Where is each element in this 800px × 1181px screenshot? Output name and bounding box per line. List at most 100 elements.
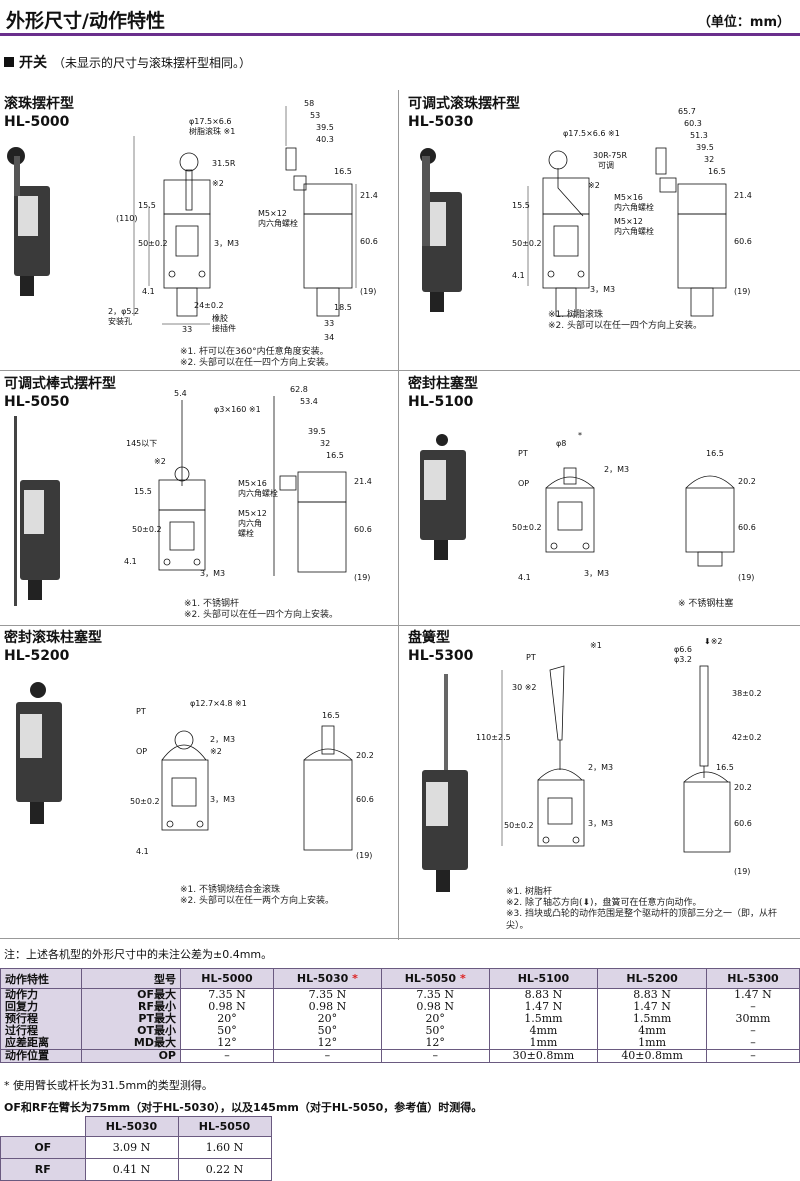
front-view [161, 730, 209, 831]
cell: 50° [273, 1025, 382, 1037]
star-mark: * [352, 972, 358, 985]
dim-label: 50±0.2 [512, 239, 542, 248]
dim-label: 30 ※2 [512, 683, 537, 692]
cell: 1.47 N [597, 1001, 707, 1013]
cell: 12° [273, 1037, 382, 1050]
dim-label: 40.3 [316, 135, 334, 144]
cell: 12° [180, 1037, 274, 1050]
product-photo [16, 682, 62, 824]
row-sub: OT最小 [81, 1025, 181, 1037]
row-label: 应差距离 [0, 1037, 82, 1050]
header-cell: HL-5000 [180, 968, 274, 989]
table-row: 预行程 PT最大 20° 20° 20° 1.5mm 1.5mm 30mm [0, 1013, 800, 1025]
row-divider-2 [0, 625, 800, 626]
row-sub: PT最大 [81, 1013, 181, 1025]
dim-label: φ12.7×4.8 ※1 [190, 699, 247, 708]
cell: – [705, 1001, 800, 1013]
table-row: OF 3.09 N 1.60 N [0, 1136, 272, 1159]
dim-label: φ3.2 [674, 655, 692, 664]
cell: 40±0.8mm [597, 1049, 707, 1063]
header-cell: HL-5100 [488, 968, 599, 989]
dim-label: 螺栓 [238, 528, 254, 538]
footnote: ※1. 杆可以在360°内任意角度安装。 [180, 347, 329, 357]
product-photo [420, 148, 462, 312]
dim-label: 60.6 [360, 237, 378, 246]
hl-5200-drawing: PT φ12.7×4.8 ※1 2，M3 OP ※2 50±0.2 3，M3 4… [16, 682, 374, 860]
header-cell: HL-5030 [84, 1116, 179, 1137]
cell: 7.35 N [273, 988, 382, 1001]
model-label: HL-5050 [404, 972, 457, 985]
dim-label: φ17.5×6.6 [189, 117, 232, 126]
dim-label: 60.6 [356, 795, 374, 804]
cell: 0.98 N [380, 1001, 490, 1013]
unit-label: （单位：mm） [697, 15, 790, 30]
dim-label: 145以下 [126, 439, 157, 448]
side-view [683, 665, 731, 853]
dim-label: 60.6 [738, 523, 756, 532]
dim-label: 16.5 [708, 167, 726, 176]
row-sub: RF最小 [81, 1001, 181, 1013]
panel-title: 盘簧型 [408, 630, 450, 646]
header-cell: HL-5300 [705, 968, 800, 989]
panel-code: HL-5030 [408, 114, 474, 130]
dim-label: PT [526, 653, 536, 662]
model-label: HL-5030 [296, 972, 349, 985]
front-view [501, 665, 585, 847]
row-label: 过行程 [0, 1025, 82, 1037]
footnote: ※1. 不锈钢烧结合金滚珠 [180, 885, 280, 895]
dim-label: 4.1 [136, 847, 149, 856]
square-bullet-icon [4, 57, 14, 67]
cell: 50° [180, 1025, 274, 1037]
row-label: RF [0, 1158, 86, 1181]
panel-title: 滚珠摆杆型 [4, 96, 74, 112]
dim-label: 110±2.5 [476, 733, 511, 742]
dim-label: 可调 [598, 161, 614, 170]
dim-label: 60.6 [354, 525, 372, 534]
dim-label: ※2 [210, 747, 222, 756]
star-mark: * [459, 972, 466, 985]
dim-label: 33 [324, 319, 334, 328]
front-view [133, 136, 211, 325]
dim-label: 39.5 [308, 427, 326, 436]
header-cell: HL-5030 * [273, 968, 382, 989]
footnote: ※1. 不锈钢杆 [184, 599, 239, 609]
panel-hl-5200: 密封滚珠柱塞型 HL-5200 PT φ12.7×4.8 ※1 2，M3 OP … [4, 630, 394, 935]
panel-code: HL-5200 [4, 648, 70, 664]
dim-label: 内六角螺栓 [614, 226, 654, 236]
dim-label: 62.8 [290, 385, 308, 394]
dim-label: 4.1 [124, 557, 137, 566]
dim-label: 安装孔 [108, 316, 132, 326]
cell: 7.35 N [180, 988, 274, 1001]
dim-label: 18.5 [334, 303, 352, 312]
cell: 1.5mm [488, 1013, 599, 1025]
dim-label: 内六角螺栓 [614, 202, 654, 212]
dim-label: 内六角螺栓 [258, 218, 298, 228]
dim-label: 2，M3 [604, 465, 629, 474]
hl-5100-drawing: PT φ8 * 2，M3 OP 50±0.2 4.1 3，M3 16.5 20.… [420, 431, 756, 582]
cell: 0.98 N [180, 1001, 274, 1013]
row-label: 预行程 [0, 1013, 82, 1025]
dim-label: 32 [320, 439, 330, 448]
cell: – [705, 1049, 800, 1063]
dim-label: (19) [354, 573, 370, 582]
dim-label: M5×16 [614, 193, 643, 202]
hl-5030-drawing: φ17.5×6.6 ※1 30R-75R 可调 ※2 15.5 50±0.2 4… [420, 107, 752, 317]
cell: – [705, 1025, 800, 1037]
cell: – [380, 1049, 490, 1063]
dim-label: 16.5 [322, 711, 340, 720]
dim-label: 50±0.2 [138, 239, 168, 248]
dim-label: 3，M3 [588, 819, 613, 828]
dim-label: 3，M3 [584, 569, 609, 578]
dim-label: 50±0.2 [504, 821, 534, 830]
panel-code: HL-5300 [408, 648, 474, 664]
side-view [273, 396, 347, 576]
dim-label: (19) [356, 851, 372, 860]
dim-label: 5.4 [174, 389, 187, 398]
header-cell: 型号 [81, 968, 181, 989]
cell: – [180, 1049, 274, 1063]
dim-label: 3，M3 [214, 239, 239, 248]
dim-label: OP [518, 479, 529, 488]
dim-label: ※2 [588, 181, 600, 190]
cell: 3.09 N [84, 1136, 179, 1159]
row-sub: MD最大 [81, 1037, 181, 1050]
